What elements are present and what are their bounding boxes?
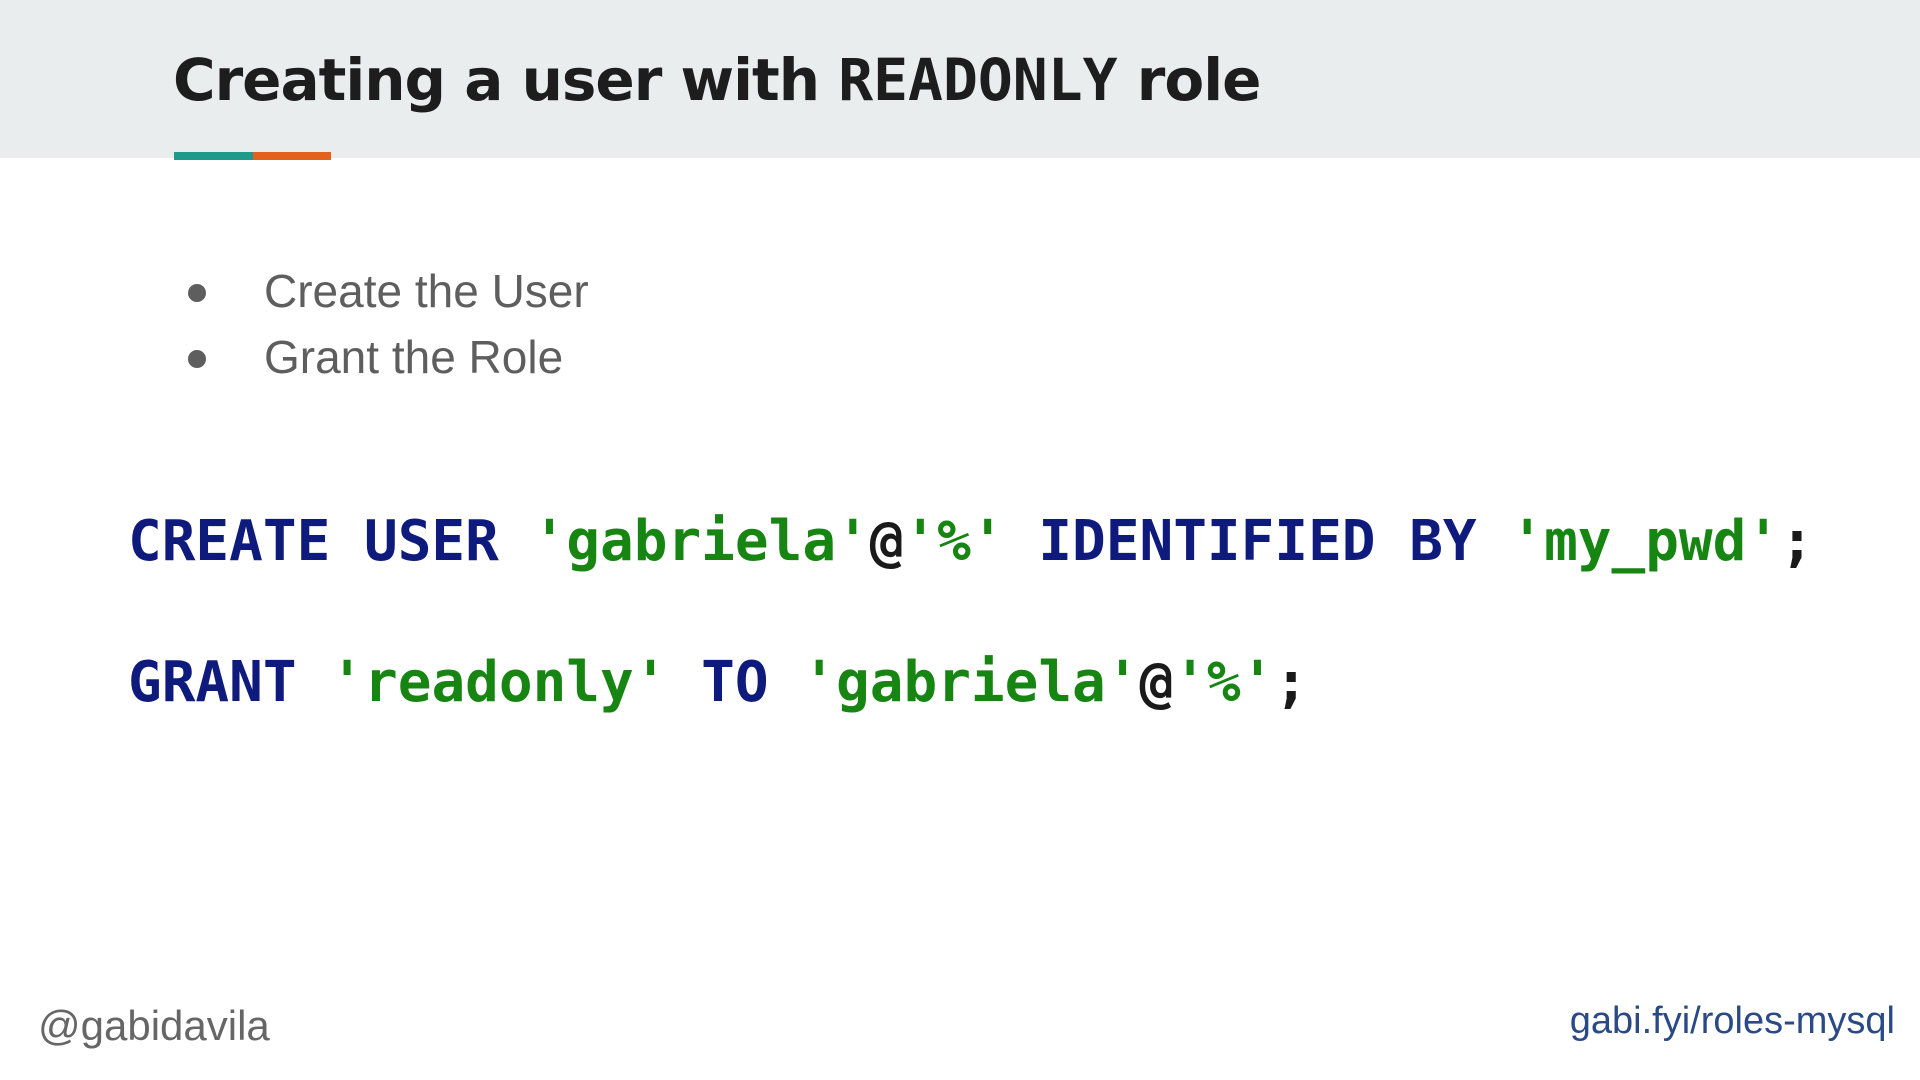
code-keyword: GRANT	[128, 650, 297, 715]
bullet-dot-icon	[188, 284, 206, 302]
bullet-text: Create the User	[264, 265, 589, 317]
title-prefix: Creating a user with	[173, 46, 839, 114]
title-suffix: role	[1117, 46, 1262, 114]
code-punct: @	[869, 509, 904, 574]
bullet-dot-icon	[188, 350, 206, 368]
title-underline-teal	[174, 152, 253, 160]
code-keyword: IDENTIFIED BY	[1038, 509, 1477, 574]
bullet-text: Grant the Role	[264, 331, 564, 383]
code-punct: ;	[1274, 650, 1309, 715]
code-line-create-user: CREATE USER 'gabriela'@'%' IDENTIFIED BY…	[128, 514, 1814, 570]
code-string: 'readonly'	[330, 650, 668, 715]
code-string: 'my_pwd'	[1510, 509, 1781, 574]
code-line-grant-role: GRANT 'readonly' TO 'gabriela'@'%';	[128, 655, 1308, 711]
slide-title: Creating a user with READONLY role	[173, 46, 1262, 114]
title-code: READONLY	[838, 46, 1118, 114]
slides-link[interactable]: gabi.fyi/roles-mysql	[1569, 1000, 1895, 1042]
code-keyword: CREATE USER	[128, 509, 499, 574]
code-string: '%'	[903, 509, 1005, 574]
code-punct: ;	[1780, 509, 1814, 574]
code-string: '%'	[1173, 650, 1275, 715]
slide-header: Creating a user with READONLY role	[0, 0, 1920, 158]
code-string: 'gabriela'	[532, 509, 870, 574]
code-string: 'gabriela'	[802, 650, 1140, 715]
author-handle: @gabidavila	[38, 1002, 270, 1049]
title-underline-orange	[253, 152, 331, 160]
code-punct: @	[1139, 650, 1174, 715]
code-keyword: TO	[701, 650, 769, 715]
